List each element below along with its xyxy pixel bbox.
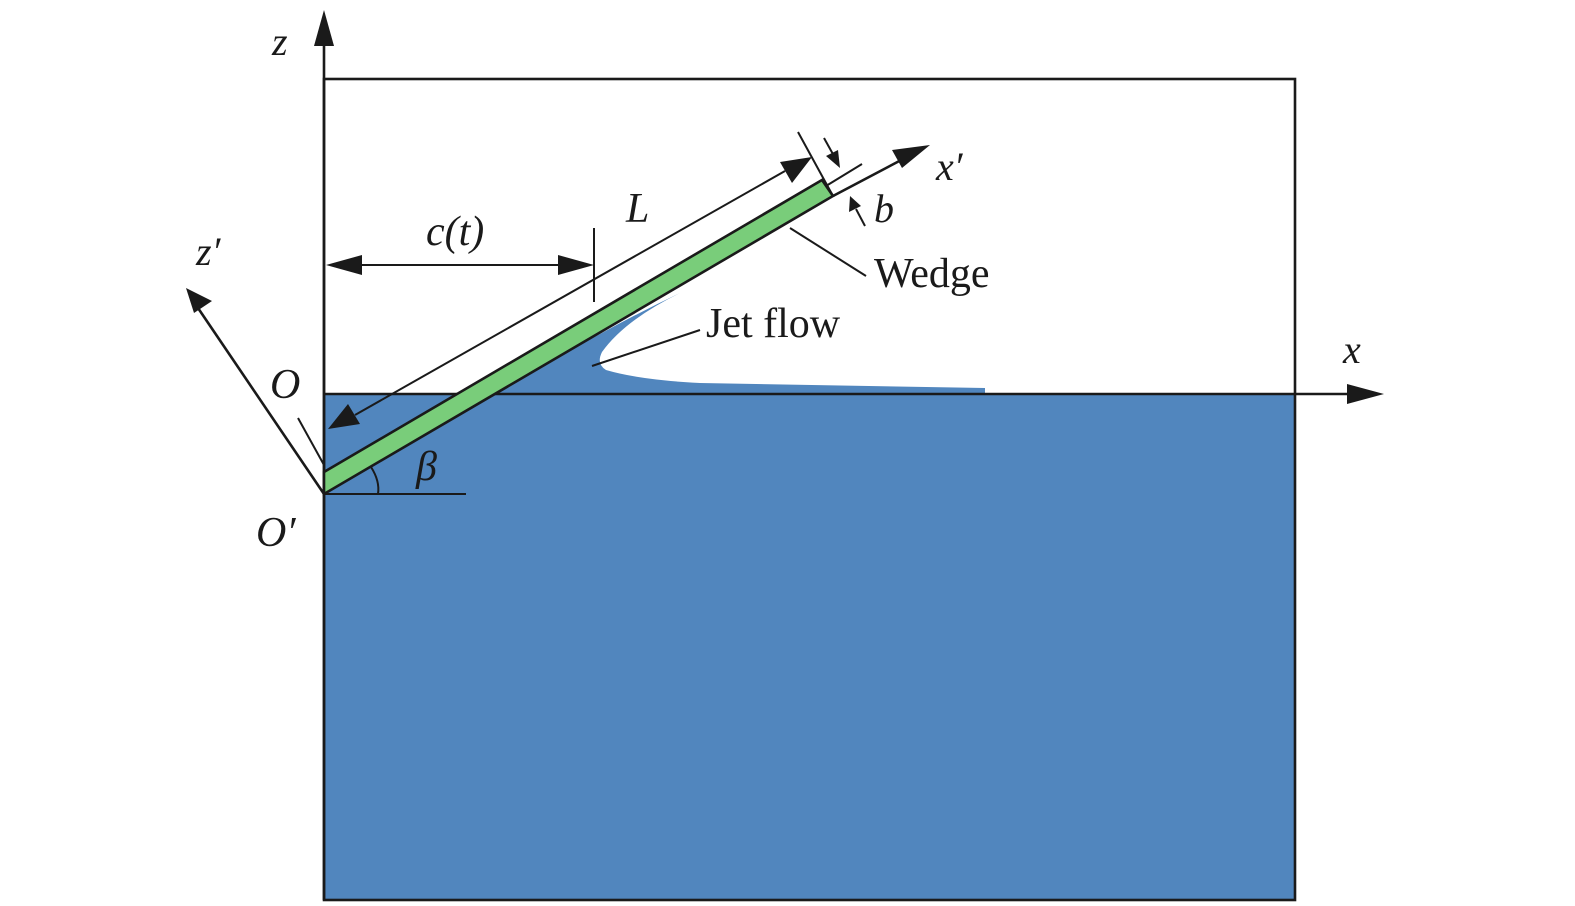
origin-offset-tick [297, 417, 325, 466]
water-region [324, 394, 1295, 900]
z-axis-label: z [271, 19, 288, 64]
wetted-length-label: c(t) [426, 209, 484, 255]
beta-angle-arc [370, 466, 380, 495]
x-prime-axis-label: x′ [935, 144, 964, 189]
x-axis-label: x [1342, 327, 1361, 372]
z-prime-axis [186, 288, 326, 495]
wedge-length-label: L [625, 186, 649, 232]
jet-flow-label: Jet flow [706, 301, 841, 347]
wetted-length-dimension [326, 228, 595, 302]
beta-label: β [415, 444, 437, 490]
length-dimension [328, 157, 812, 429]
wedge-label: Wedge [874, 251, 990, 297]
z-prime-axis-label: z′ [195, 229, 222, 274]
wedge-leader-line [789, 227, 867, 277]
origin-o-label: O [270, 362, 300, 408]
z-axis [314, 10, 334, 900]
wedge-plate [322, 178, 835, 497]
jet-flow-leader-line [591, 329, 701, 367]
origin-o-prime-label: O′ [256, 510, 296, 556]
thickness-dimension [823, 137, 866, 227]
thickness-label: b [874, 186, 894, 231]
jet-flow-region [324, 293, 985, 480]
x-prime-axis [832, 145, 930, 198]
